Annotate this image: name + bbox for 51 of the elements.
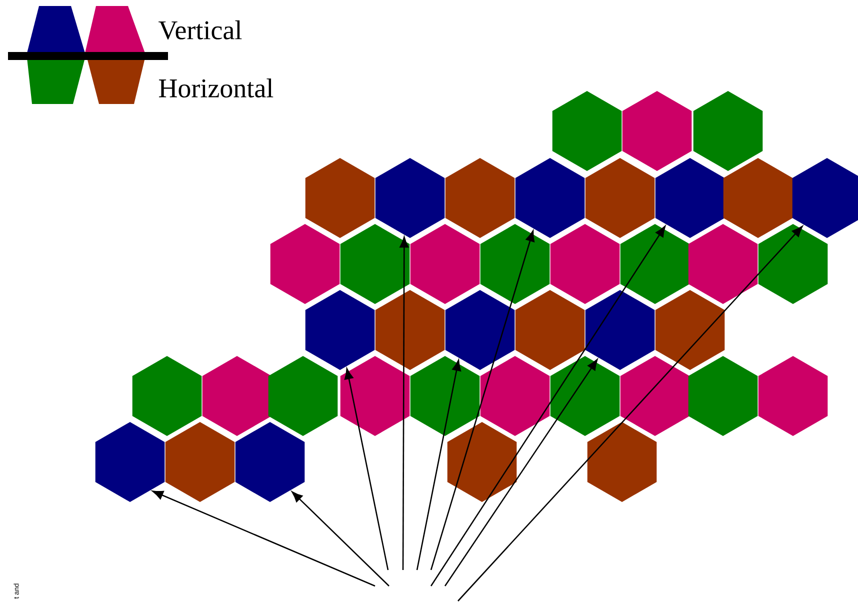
hexagon-cell <box>655 158 725 238</box>
hexagon-cell <box>340 356 410 436</box>
hexagon-cell <box>693 91 763 171</box>
hexagon-cell <box>165 422 235 502</box>
hexagon-cell <box>587 422 657 502</box>
hexagon-cell <box>585 290 655 370</box>
hexagon-cell <box>445 290 515 370</box>
hexagon-cell <box>585 158 655 238</box>
hexagon-cell <box>270 224 340 304</box>
hexagon-cell <box>480 356 550 436</box>
hexagon-cell <box>655 290 725 370</box>
hexagon-cell <box>550 224 620 304</box>
arrow <box>400 236 409 570</box>
hexagon-cell <box>235 422 305 502</box>
arrow <box>416 360 462 570</box>
hexagon-cell <box>792 158 858 238</box>
hexagon-cell <box>375 158 445 238</box>
arrow <box>458 226 803 602</box>
hexagon-cell <box>480 224 550 304</box>
arrow <box>292 491 390 586</box>
hexagon-cell <box>758 356 828 436</box>
hexagon-cell <box>688 224 758 304</box>
arrow <box>152 490 376 587</box>
arrow <box>430 226 666 586</box>
hexagon-cell <box>688 356 758 436</box>
hexagon-cell <box>620 224 690 304</box>
hexagon-cell <box>305 290 375 370</box>
arrow <box>344 368 389 570</box>
arrow <box>430 230 535 570</box>
arrow <box>444 359 598 586</box>
hexagon-cell <box>758 224 828 304</box>
hexagon-cell <box>515 290 585 370</box>
hexagon-cell <box>622 91 692 171</box>
hexagon-cell <box>268 356 338 436</box>
hexagon-cell <box>550 356 620 436</box>
hexagon-cell <box>410 356 480 436</box>
hexagon-cell <box>515 158 585 238</box>
hexagon-cell <box>375 290 445 370</box>
hexagon-cell <box>552 91 622 171</box>
hexagon-cell <box>202 356 272 436</box>
hexagon-cell <box>445 158 515 238</box>
hexagon-cell <box>723 158 793 238</box>
hexagon-cell <box>95 422 165 502</box>
hexagon-cell <box>340 224 410 304</box>
hexagon-cell <box>305 158 375 238</box>
hexagon-cell <box>447 422 517 502</box>
hexagon-cell <box>410 224 480 304</box>
legend-text: Horizontal <box>159 78 274 98</box>
hexagon-cell <box>620 356 690 436</box>
legend-text: Vertical <box>158 20 242 40</box>
hexagon-cell <box>132 356 202 436</box>
